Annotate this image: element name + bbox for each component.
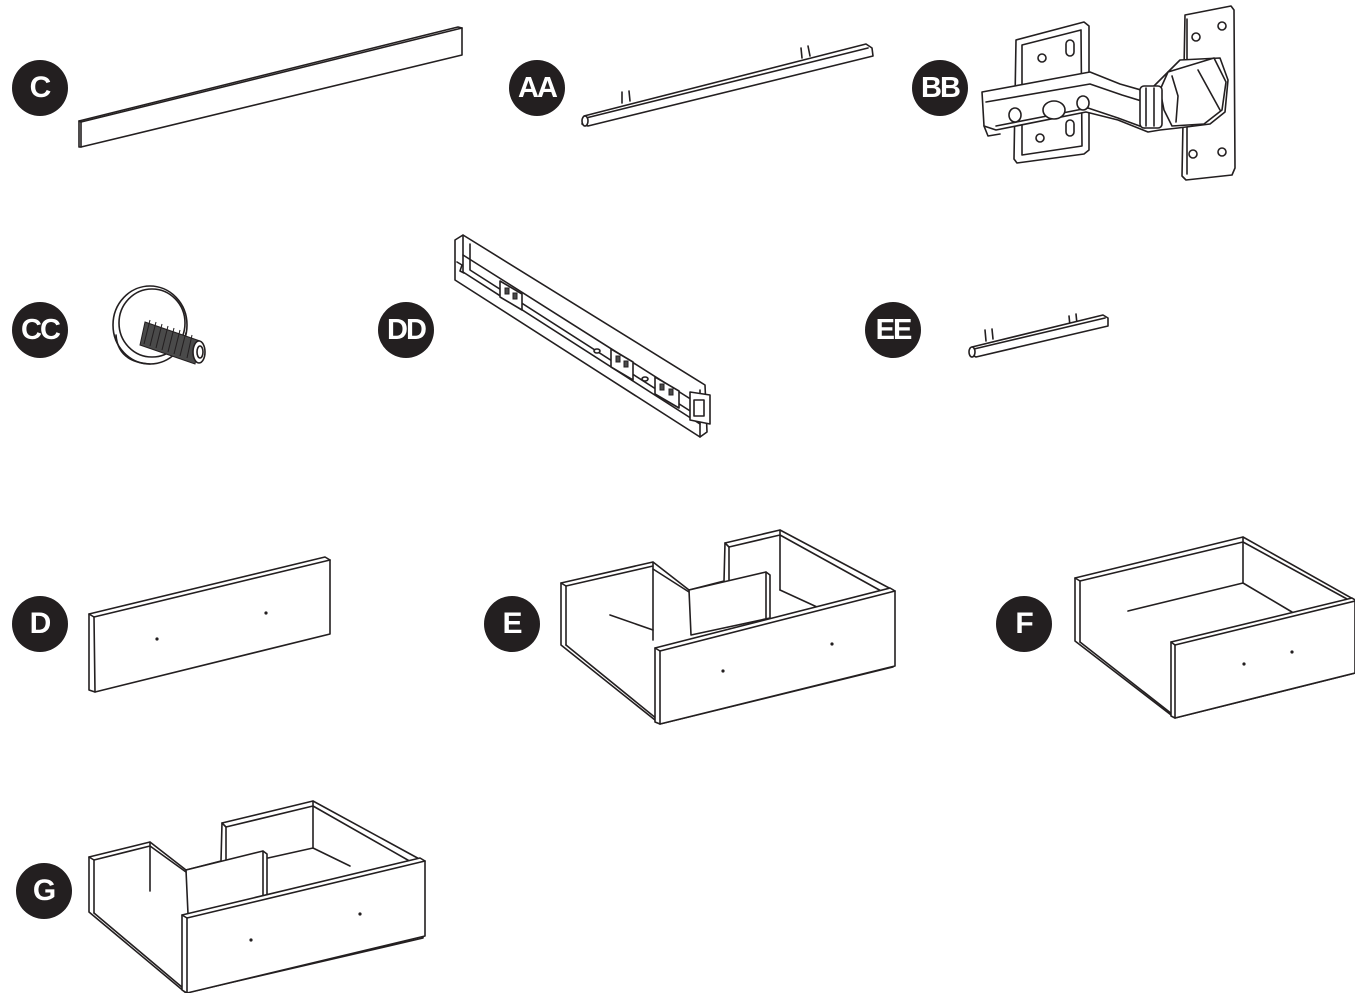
part-d-drawer-front-drawing <box>88 556 331 693</box>
part-label-dd: DD <box>378 302 434 358</box>
part-c-strip-drawing <box>78 26 463 148</box>
part-label-c: C <box>12 60 68 116</box>
part-e-split-drawer-drawing <box>560 529 896 725</box>
part-label-f: F <box>996 596 1052 652</box>
part-bb-hinge-drawing <box>981 5 1236 181</box>
part-label-aa: AA <box>509 60 565 116</box>
part-label-e: E <box>484 596 540 652</box>
part-ee-handle-drawing <box>968 313 1109 358</box>
part-dd-drawer-slide-drawing <box>454 234 711 438</box>
part-label-ee: EE <box>865 302 921 358</box>
part-f-drawer-box-drawing <box>1074 536 1355 719</box>
part-aa-handle-drawing <box>581 43 874 127</box>
part-cc-leveling-foot-drawing <box>112 285 206 365</box>
part-label-d: D <box>12 596 68 652</box>
part-label-cc: CC <box>12 302 68 358</box>
part-g-split-drawer-drawing <box>88 800 426 993</box>
part-label-bb: BB <box>912 60 968 116</box>
part-label-g: G <box>16 863 72 919</box>
